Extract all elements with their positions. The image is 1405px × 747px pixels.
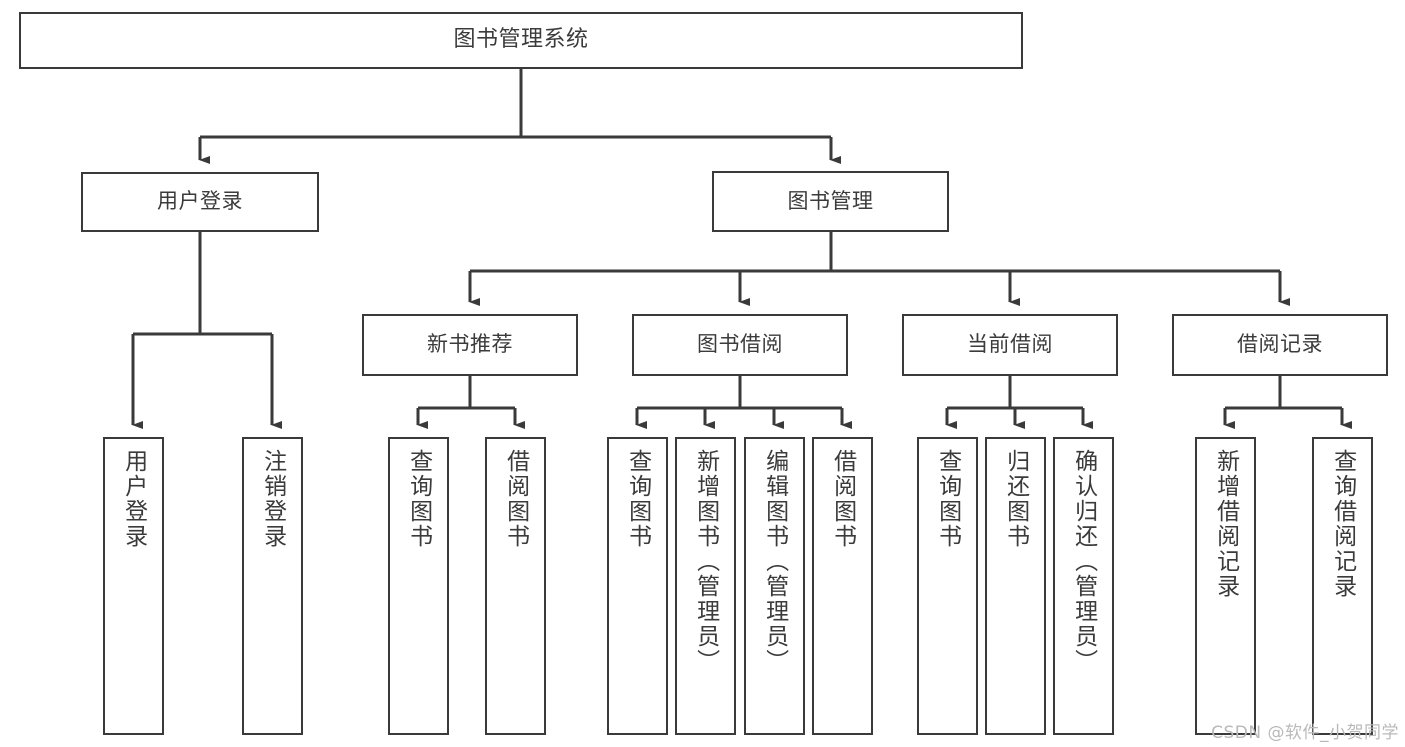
node-leaf-query-book-rec[interactable]: 查询图书 — [388, 437, 449, 735]
node-borrow-record[interactable]: 借阅记录 — [1172, 314, 1388, 376]
node-leaf-user-login-label: 用户登录 — [120, 449, 147, 549]
node-leaf-edit-book-label: 编辑图书（管理员） — [761, 449, 788, 674]
node-leaf-add-record[interactable]: 新增借阅记录 — [1195, 437, 1256, 735]
node-leaf-return-book[interactable]: 归还图书 — [985, 437, 1046, 735]
node-leaf-confirm-return[interactable]: 确认归还（管理员） — [1053, 437, 1114, 735]
node-leaf-logout[interactable]: 注销登录 — [242, 437, 303, 735]
node-leaf-borrow-book-rec-label: 借阅图书 — [502, 449, 529, 549]
watermark-text: CSDN @软件_小贺同学 — [1211, 723, 1399, 743]
node-borrow-record-label: 借阅记录 — [1237, 332, 1323, 357]
node-new-book-rec[interactable]: 新书推荐 — [362, 314, 578, 376]
node-leaf-add-record-label: 新增借阅记录 — [1212, 449, 1239, 599]
node-new-book-rec-label: 新书推荐 — [427, 332, 513, 357]
node-root[interactable]: 图书管理系统 — [19, 12, 1023, 69]
node-leaf-user-login[interactable]: 用户登录 — [103, 437, 164, 735]
node-book-borrow-label: 图书借阅 — [697, 332, 783, 357]
node-leaf-return-book-label: 归还图书 — [1002, 449, 1029, 549]
node-leaf-add-book[interactable]: 新增图书（管理员） — [675, 437, 736, 735]
node-leaf-borrow-book-label: 借阅图书 — [829, 449, 856, 549]
node-leaf-borrow-book-rec[interactable]: 借阅图书 — [485, 437, 546, 735]
node-leaf-logout-label: 注销登录 — [259, 449, 286, 549]
node-book-manage[interactable]: 图书管理 — [712, 171, 949, 232]
node-leaf-query-book-label: 查询图书 — [624, 449, 651, 549]
node-user-login[interactable]: 用户登录 — [81, 172, 319, 232]
node-book-borrow[interactable]: 图书借阅 — [632, 314, 848, 376]
node-root-label: 图书管理系统 — [453, 27, 589, 53]
node-leaf-query-book[interactable]: 查询图书 — [607, 437, 668, 735]
node-leaf-query-book-cur[interactable]: 查询图书 — [917, 437, 978, 735]
node-leaf-confirm-return-label: 确认归还（管理员） — [1070, 449, 1097, 674]
node-book-manage-label: 图书管理 — [787, 188, 874, 213]
node-leaf-query-record[interactable]: 查询借阅记录 — [1312, 437, 1373, 735]
node-leaf-edit-book[interactable]: 编辑图书（管理员） — [744, 437, 805, 735]
node-leaf-borrow-book[interactable]: 借阅图书 — [812, 437, 873, 735]
node-current-borrow-label: 当前借阅 — [967, 332, 1053, 357]
node-leaf-query-book-cur-label: 查询图书 — [934, 449, 961, 549]
node-user-login-label: 用户登录 — [157, 189, 243, 214]
node-leaf-add-book-label: 新增图书（管理员） — [692, 449, 719, 674]
node-current-borrow[interactable]: 当前借阅 — [902, 314, 1118, 376]
node-leaf-query-book-rec-label: 查询图书 — [405, 449, 432, 549]
node-leaf-query-record-label: 查询借阅记录 — [1329, 449, 1356, 599]
